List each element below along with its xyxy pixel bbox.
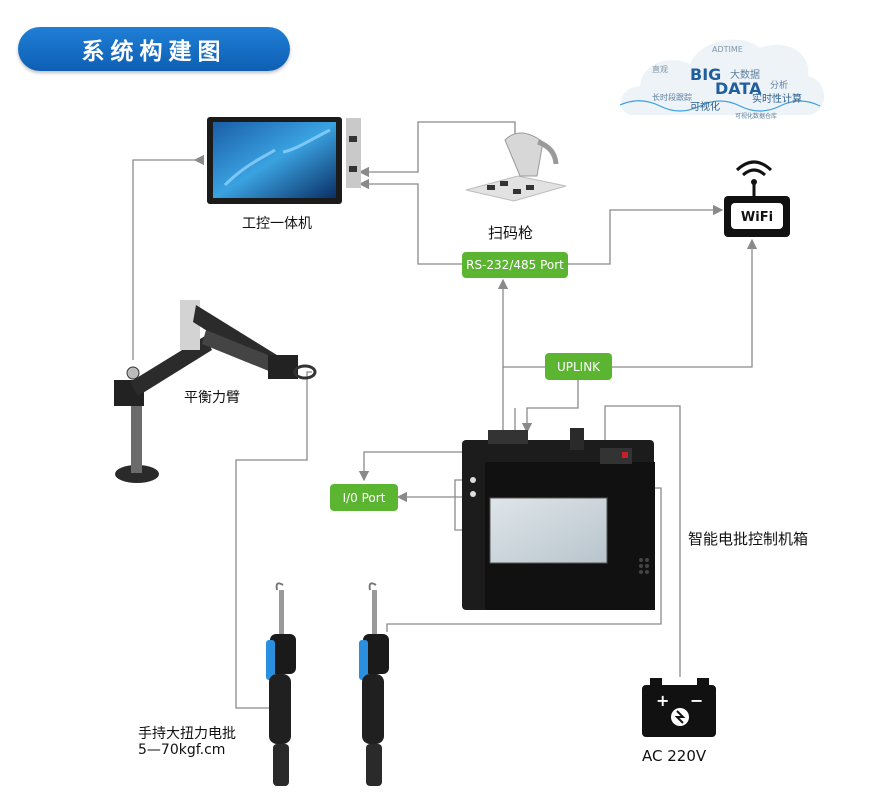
control-box <box>462 428 655 610</box>
label-power: AC 220V <box>642 747 707 765</box>
cloud-word-visual: 可视化 <box>690 100 720 113</box>
wifi-label: WiFi <box>741 210 773 225</box>
cloud-word-adtime: ADTIME <box>712 45 743 54</box>
wifi-router-icon: WiFi <box>724 160 790 237</box>
cloud-word-dashuju: 大数据 <box>730 68 760 81</box>
label-screwdriver: 手持大扭力电批 <box>138 726 236 742</box>
cloud-word-track: 长时段跟踪 <box>652 92 692 102</box>
label-arm: 平衡力臂 <box>184 390 240 406</box>
cloud-word-data: DATA <box>715 79 762 98</box>
label-scanner: 扫码枪 <box>488 224 534 242</box>
cloud-word-big: BIG <box>690 65 721 84</box>
balancing-arm <box>114 300 317 483</box>
screwdriver-1 <box>266 582 296 786</box>
connection-lines <box>132 121 758 709</box>
rs-port-box: RS-232/485 Port <box>462 252 568 278</box>
svg-text:−: − <box>690 691 703 710</box>
svg-text:+: + <box>656 691 669 710</box>
cloud-word-analysis: 分析 <box>770 79 788 91</box>
uplink-port-box: UPLINK <box>545 353 612 380</box>
page-title: 系统构建图 <box>18 27 290 71</box>
label-controller: 智能电批控制机箱 <box>688 530 809 548</box>
label-ipc: 工控一体机 <box>242 216 312 232</box>
cloud-word-warehouse: 可视化数据仓库 <box>735 112 777 120</box>
battery-icon: + − <box>642 678 716 737</box>
cloud-word-realtime: 实时性计算 <box>752 92 802 105</box>
label-screwdriver-range: 5—70kgf.cm <box>138 742 226 758</box>
cloud-word-intuitive: 直观 <box>652 64 668 74</box>
industrial-pc <box>207 117 361 204</box>
io-port-box: I/0 Port <box>330 484 398 511</box>
cloud-icon: ADTIME BIG DATA 大数据 实时性计算 长时段跟踪 可视化 分析 直… <box>619 39 825 120</box>
barcode-scanner <box>465 132 567 202</box>
screwdriver-2 <box>359 582 389 786</box>
